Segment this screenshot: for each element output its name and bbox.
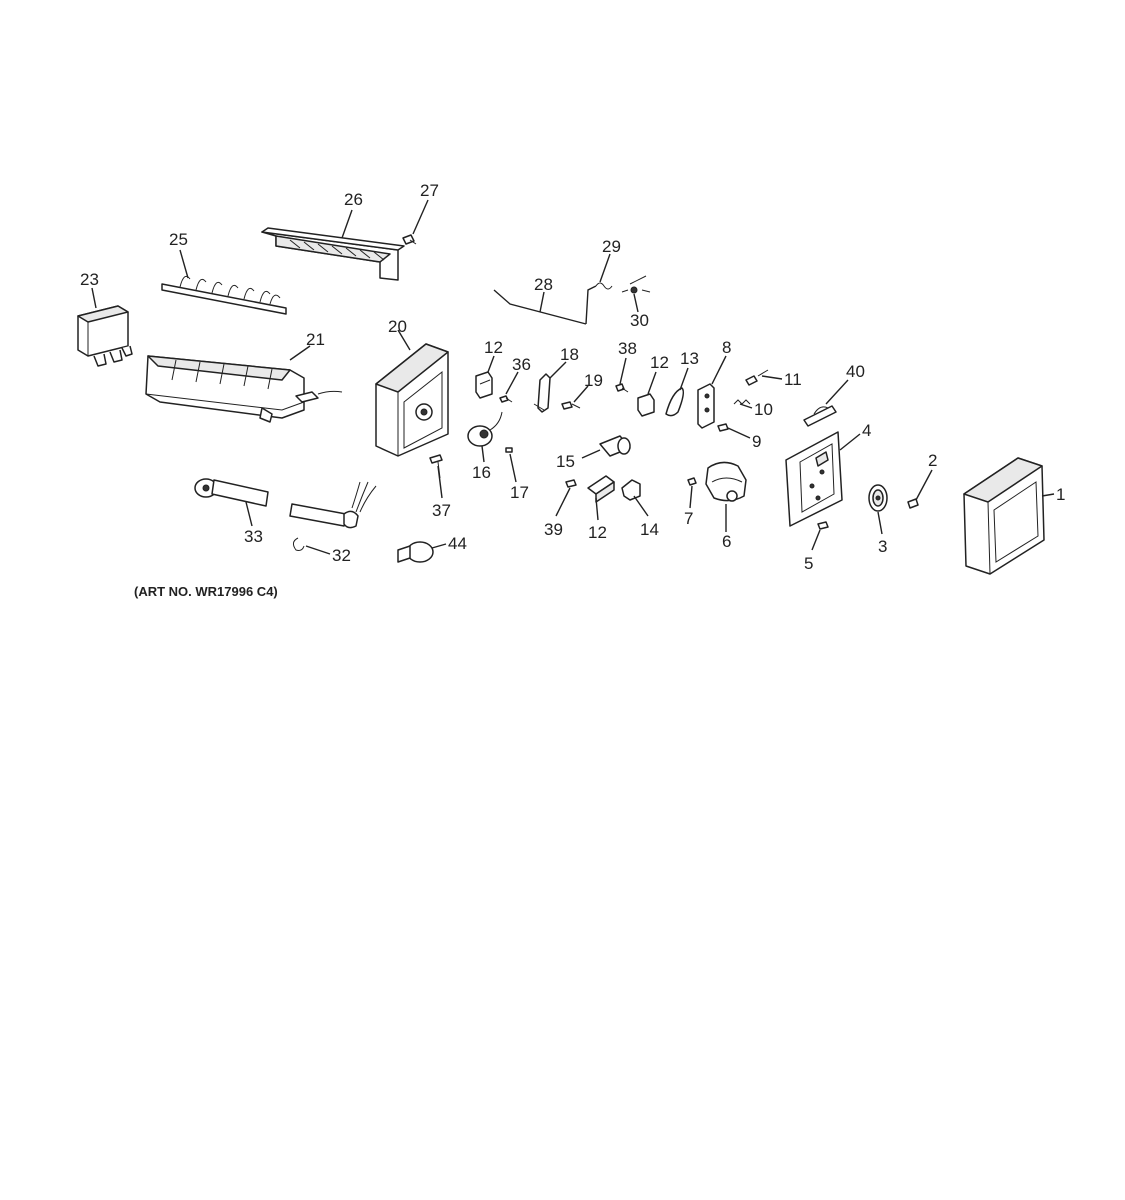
- callout-5: 5: [804, 554, 813, 573]
- callout-15: 15: [556, 452, 575, 471]
- callout-20: 20: [388, 317, 407, 336]
- part-30-clip: [621, 275, 651, 294]
- callout-13: 13: [680, 349, 699, 368]
- part-7-screw: [687, 477, 697, 486]
- part-19-screw: [561, 401, 581, 410]
- part-3-gear: [868, 484, 888, 512]
- callout-44: 44: [448, 534, 467, 553]
- callout-18: 18: [560, 345, 579, 364]
- part-16-thermostat: [467, 411, 503, 447]
- callout-25: 25: [169, 230, 188, 249]
- part-32-clip: [292, 537, 305, 551]
- callout-14: 14: [640, 520, 659, 539]
- part-12a-switch: [475, 371, 493, 399]
- part-12c-switch: [587, 475, 615, 503]
- callout-28: 28: [534, 275, 553, 294]
- callout-38: 38: [618, 339, 637, 358]
- callout-12b: 12: [650, 353, 669, 372]
- callout-12a: 12: [484, 338, 503, 357]
- callout-32: 32: [332, 546, 351, 565]
- part-18-lever: [533, 373, 551, 413]
- part-37-screw: [429, 454, 443, 479]
- part-44-bushing: [397, 541, 434, 563]
- wire-harness: [289, 481, 377, 529]
- callout-29: 29: [602, 237, 621, 256]
- callout-11: 11: [784, 370, 802, 389]
- callout-6: 6: [722, 532, 731, 551]
- callout-36: 36: [512, 355, 531, 374]
- callout-23: 23: [80, 270, 99, 289]
- part-28-feeler-arm: [493, 285, 597, 325]
- callout-9: 9: [752, 432, 761, 451]
- part-17-pin: [505, 447, 513, 453]
- part-36-screw: [499, 395, 513, 403]
- part-12b-switch: [637, 393, 655, 417]
- callout-1: 1: [1056, 485, 1065, 504]
- callout-30: 30: [630, 311, 649, 330]
- callout-10: 10: [754, 400, 773, 419]
- part-29-spring: [595, 282, 613, 290]
- part-40-clip: [803, 405, 837, 427]
- callout-16: 16: [472, 463, 491, 482]
- part-13-link: [665, 387, 685, 417]
- callout-7: 7: [684, 509, 693, 528]
- part-38-screw: [615, 383, 629, 393]
- part-27-screw: [402, 234, 417, 245]
- callout-4: 4: [862, 421, 871, 440]
- callout-37: 37: [432, 501, 451, 520]
- part-9-screw: [717, 423, 729, 432]
- callout-33: 33: [244, 527, 263, 546]
- part-23-fill-cup: [77, 305, 133, 367]
- callout-17: 17: [510, 483, 529, 502]
- part-11-screw: [745, 369, 769, 386]
- callout-12c: 12: [588, 523, 607, 542]
- part-20-housing: [375, 343, 449, 457]
- part-39-screw: [565, 479, 577, 488]
- callout-21: 21: [306, 330, 325, 349]
- part-6-motor: [705, 461, 747, 502]
- callout-26: 26: [344, 190, 363, 209]
- part-21-mold: [145, 355, 343, 423]
- part-4-mounting-plate: [785, 431, 843, 527]
- callout-19: 19: [584, 371, 603, 390]
- part-1-cover: [963, 457, 1045, 575]
- part-14-cam: [621, 479, 641, 501]
- callout-40: 40: [846, 362, 865, 381]
- part-8-bracket: [697, 383, 715, 429]
- callout-labels: 26 27 25 23 21 20 29 28 30 12 36 18 38 1…: [80, 181, 1065, 573]
- part-25-ejector: [161, 275, 287, 315]
- part-26-stripper: [261, 227, 405, 281]
- part-10-spring: [733, 399, 751, 405]
- callout-8: 8: [722, 338, 731, 357]
- part-15-fuse: [599, 435, 631, 457]
- callout-39: 39: [544, 520, 563, 539]
- part-33-inlet-tube: [194, 478, 269, 507]
- part-5-screw: [817, 521, 829, 530]
- callout-3: 3: [878, 537, 887, 556]
- part-2-screw: [907, 498, 919, 509]
- art-number: (ART NO. WR17996 C4): [134, 584, 278, 599]
- callout-27: 27: [420, 181, 439, 200]
- callout-2: 2: [928, 451, 937, 470]
